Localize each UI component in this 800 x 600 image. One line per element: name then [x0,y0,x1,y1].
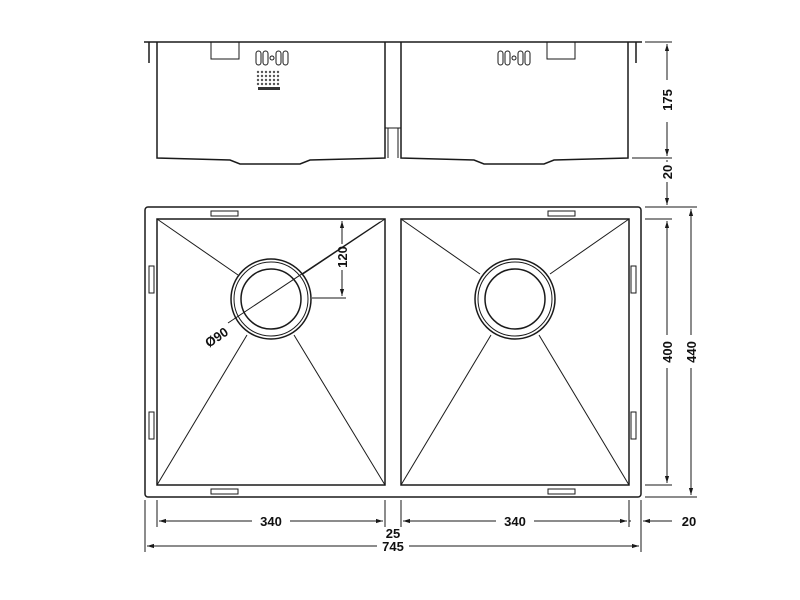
clip-icon [148,411,155,440]
left-bowl-side [156,42,386,165]
clip-icon [148,265,155,294]
dim-outer-height: 440 [684,341,699,363]
sink-outline [144,206,642,498]
dim-left-bowl-width: 340 [260,514,282,529]
dim-right-bowl-width: 340 [504,514,526,529]
dim-height-175: 175 [660,89,675,111]
left-bowl [156,218,386,486]
dim-total-width: 745 [382,539,404,554]
right-drain-outer [474,258,556,340]
clip-icon [630,411,637,440]
clip-icon [210,488,239,495]
dim-inner-height: 400 [660,341,675,363]
dim-flange-20: 20 [660,165,675,179]
bottom-dimensions: 340 340 25 20 745 [144,500,696,554]
clip-tab-icon [210,41,240,60]
clip-tab-icon [546,41,576,60]
left-drain-inner [240,268,302,330]
clip-icon [630,265,637,294]
right-bowl-side [400,42,629,165]
dim-right-margin: 20 [682,514,696,529]
right-drain-inner [484,268,546,330]
strainer-grid-icon [256,70,280,90]
right-bowl [400,218,630,486]
overflow-slots-icon [255,50,289,66]
clip-icon [547,210,576,217]
clip-icon [547,488,576,495]
dim-divider-width: 25 [386,526,400,541]
top-view: Ø90 120 400 440 [144,206,699,498]
overflow-slots-icon [497,50,531,66]
dim-drain-offset: 120 [335,246,350,268]
dim-drain-diameter: Ø90 [202,324,231,350]
side-view: 175 20 [144,41,675,205]
left-drain-outer [230,258,312,340]
clip-icon [210,210,239,217]
